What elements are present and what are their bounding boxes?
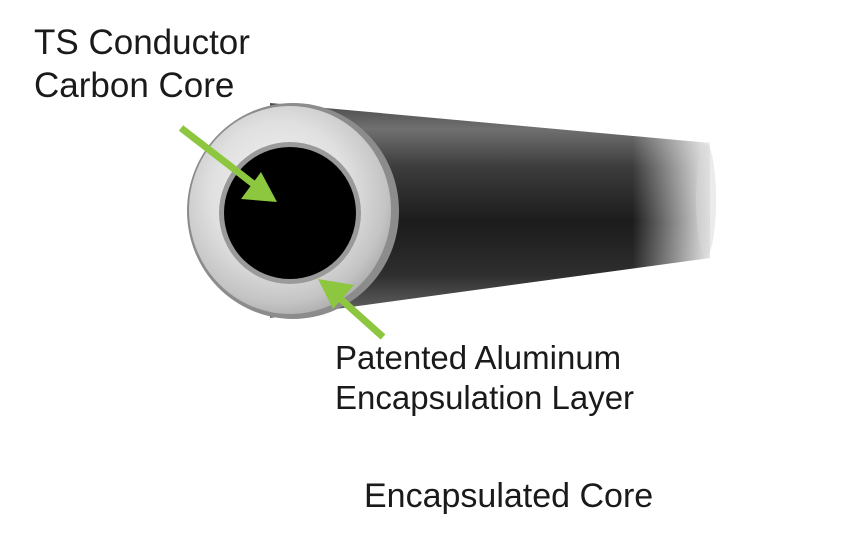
figure-caption: Encapsulated Core (364, 477, 654, 515)
aluminum-layer-label-line2: Encapsulation Layer (335, 379, 635, 417)
arrow-to-aluminum-layer (318, 279, 386, 340)
carbon-core (224, 147, 356, 279)
conductor-tube-end-shadow (696, 144, 716, 256)
aluminum-layer-label-line1: Patented Aluminum (335, 339, 622, 376)
arrow-to-carbon-core (178, 125, 277, 202)
carbon-core-label-line2: Carbon Core (34, 65, 235, 105)
carbon-core-label: TS Conductor Carbon Core (34, 22, 250, 107)
carbon-core-label-line1: TS Conductor (34, 23, 250, 62)
aluminum-layer-label: Patented Aluminum Encapsulation Layer (335, 338, 634, 419)
